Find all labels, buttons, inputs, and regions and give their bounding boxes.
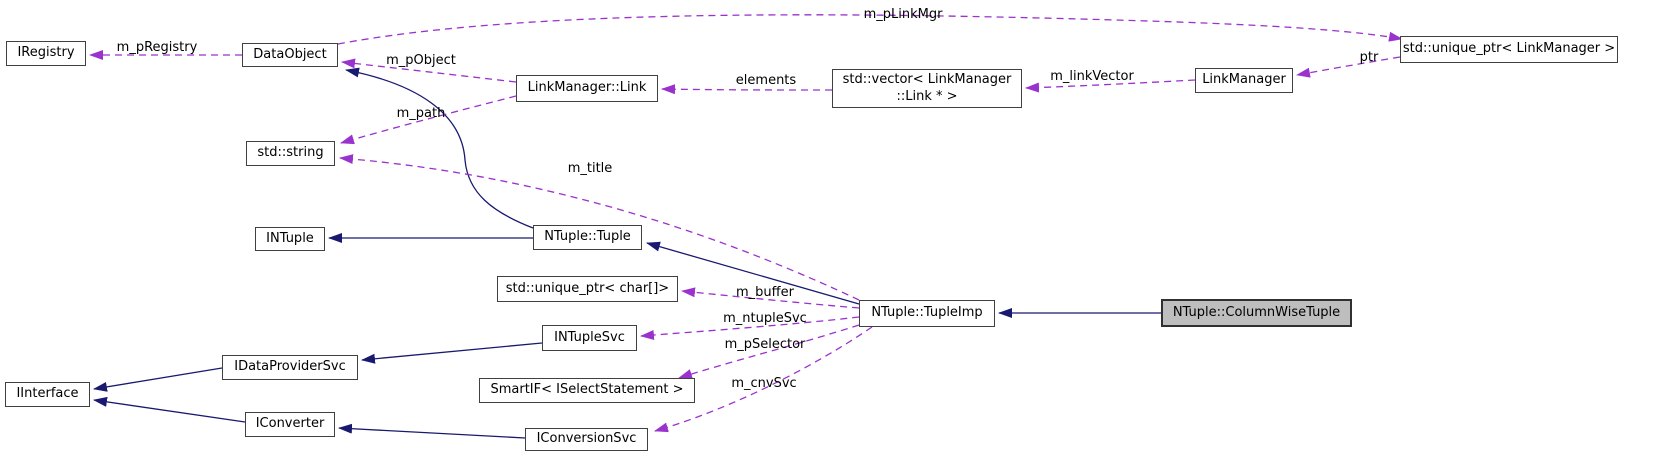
- edge-m-plinkmgr: [337, 14, 1403, 45]
- edge-intuplesvc-to-idataprovidersvc: [361, 342, 543, 364]
- edge-m-pselector: [678, 324, 860, 379]
- edge-label-ptr: ptr: [1360, 50, 1379, 65]
- node-iregistry[interactable]: IRegistry: [6, 41, 86, 66]
- edge-ptr: [1296, 56, 1401, 78]
- edge-label-m-linkvector: m_linkVector: [1050, 69, 1134, 84]
- edge-m-pobject: [341, 58, 517, 83]
- node-ntuple-columnwisetuple: NTuple::ColumnWiseTuple: [1161, 299, 1352, 327]
- node-iconverter[interactable]: IConverter: [245, 412, 335, 437]
- edge-label-elements: elements: [736, 73, 797, 88]
- edge-label-m-pregistry: m_pRegistry: [117, 40, 198, 55]
- node-intuplesvc[interactable]: INTupleSvc: [542, 325, 637, 351]
- node-linkmanager[interactable]: LinkManager: [1195, 68, 1293, 93]
- edge-m-ntuplesvc: [640, 316, 860, 340]
- edge-elements: [661, 84, 833, 95]
- edge-tupleimp-to-tuple: [646, 241, 860, 305]
- edge-tuple-to-dataobject: [345, 67, 534, 229]
- edge-label-m-buffer: m_buffer: [736, 285, 795, 300]
- node-idataprovidersvc[interactable]: IDataProviderSvc: [222, 355, 358, 380]
- edge-idataprovidersvc-to-iinterface: [93, 367, 223, 392]
- node-std-string[interactable]: std::string: [246, 141, 335, 166]
- edge-label-m-pselector: m_pSelector: [725, 337, 806, 352]
- node-unique-ptr-linkmanager[interactable]: std::unique_ptr< LinkManager >: [1400, 36, 1618, 63]
- node-smartif-iselectstatement[interactable]: SmartIF< ISelectStatement >: [479, 378, 695, 403]
- edge-m-path: [340, 95, 517, 145]
- edge-label-m-plinkmgr: m_pLinkMgr: [864, 7, 944, 22]
- edges-group: [89, 14, 1403, 439]
- edge-label-m-cnvsvc: m_cnvSvc: [731, 376, 796, 391]
- edge-labels-group: m_pRegistry m_pLinkMgr m_pObject m_path elem…: [117, 7, 1379, 391]
- edge-m-cnvsvc: [654, 326, 873, 433]
- edge-m-linkvector: [1025, 79, 1196, 93]
- edge-iconversionsvc-to-iconverter: [338, 423, 526, 439]
- node-unique-ptr-char[interactable]: std::unique_ptr< char[]>: [497, 276, 678, 302]
- edge-m-buffer: [681, 287, 860, 309]
- node-dataobject[interactable]: DataObject: [242, 43, 338, 67]
- node-linkmanager-link[interactable]: LinkManager::Link: [516, 75, 658, 102]
- node-vector-linkmanager-link[interactable]: std::vector< LinkManager ::Link * >: [832, 69, 1022, 108]
- edge-iconverter-to-iinterface: [93, 396, 246, 423]
- edge-label-m-ntuplesvc: m_ntupleSvc: [723, 311, 807, 326]
- node-ntuple-tupleimp[interactable]: NTuple::TupleImp: [859, 300, 995, 327]
- node-ntuple-tuple[interactable]: NTuple::Tuple: [533, 225, 642, 250]
- node-iinterface[interactable]: IInterface: [5, 382, 90, 407]
- node-intuple[interactable]: INTuple: [255, 227, 325, 251]
- edge-label-m-pobject: m_pObject: [386, 53, 456, 68]
- edge-label-m-path: m_path: [397, 106, 446, 121]
- node-iconversionsvc[interactable]: IConversionSvc: [525, 428, 648, 451]
- edge-label-m-title: m_title: [568, 161, 613, 176]
